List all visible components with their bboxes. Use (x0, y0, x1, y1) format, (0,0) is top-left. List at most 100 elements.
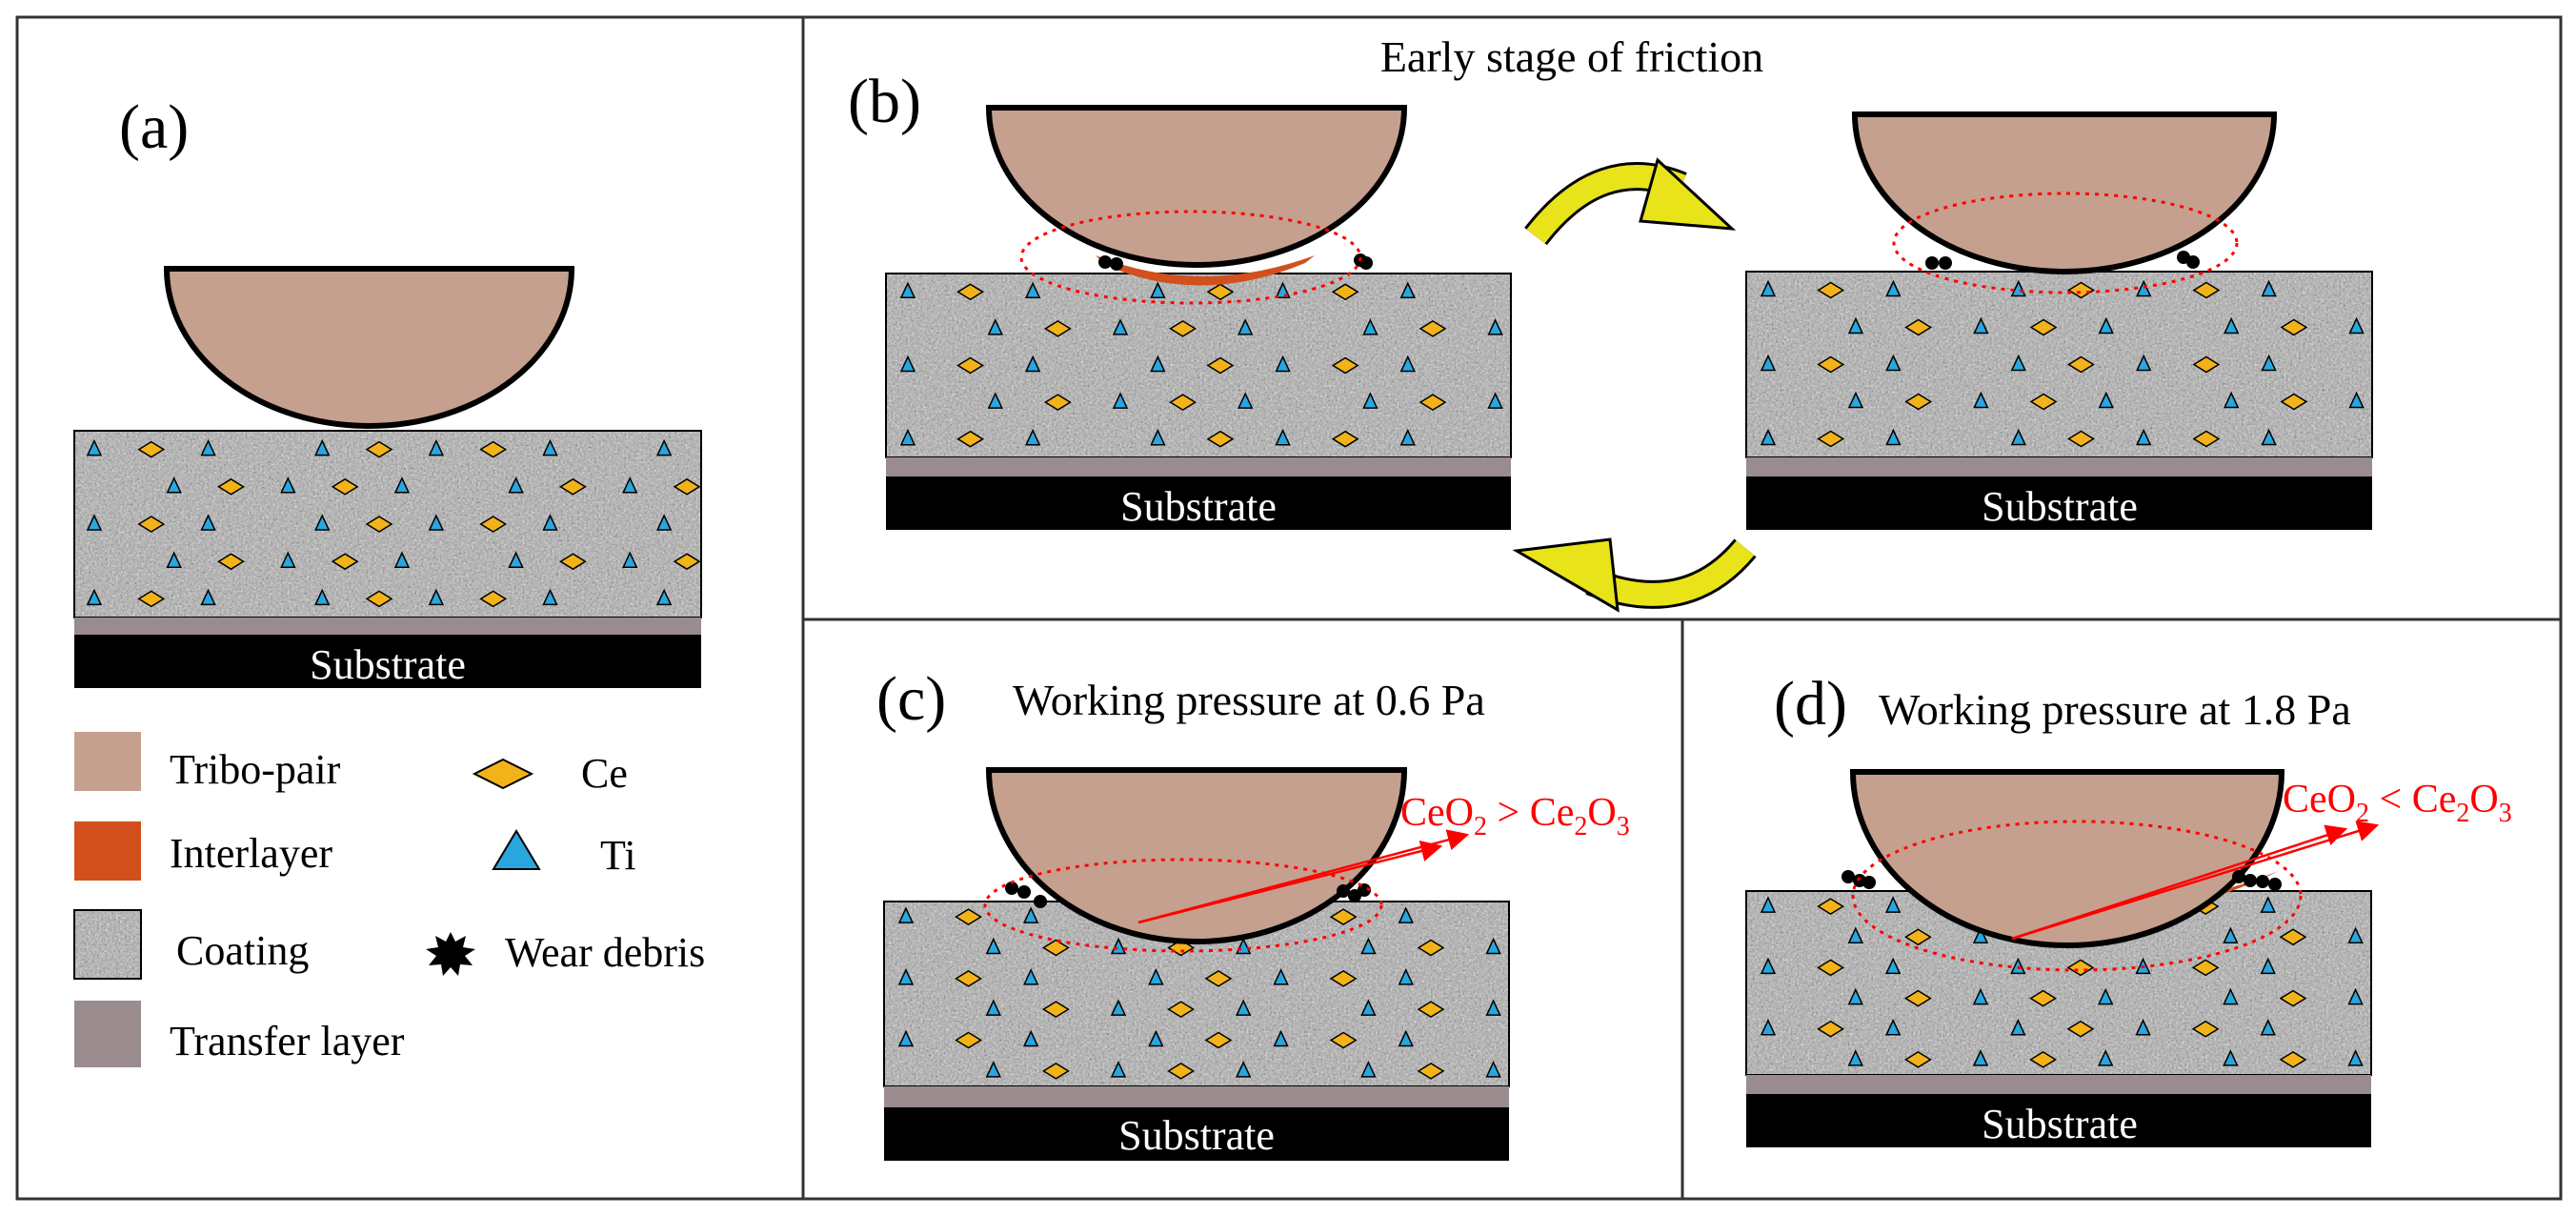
ti-particle (1972, 1049, 1989, 1066)
ce-particle (2279, 928, 2307, 946)
interlayer-b-left (1096, 255, 1315, 286)
ce-particle (673, 477, 701, 496)
ti-particle (899, 281, 916, 299)
ce-particle (1419, 320, 1447, 337)
substrate-label-c: Substrate (1118, 1112, 1275, 1159)
ti-particle (2347, 1049, 2364, 1066)
transfer-layer-b-right (1746, 457, 2372, 476)
ce-particle (955, 1031, 982, 1049)
ti-particle (1275, 355, 1291, 373)
transfer-layer-a (74, 618, 701, 635)
debris-particle (2268, 878, 2282, 891)
ce-particle (1329, 908, 1358, 926)
ce-particle (479, 440, 508, 458)
ce-particle (1904, 318, 1933, 336)
ti-particle (1150, 281, 1166, 299)
ce-particle (1817, 430, 1845, 448)
substrate-label-d: Substrate (1982, 1101, 2138, 1147)
ce-particle (1204, 969, 1233, 987)
ti-particle (1148, 1029, 1164, 1047)
ti-particle (1273, 968, 1289, 985)
transfer-layer-d (1746, 1075, 2371, 1094)
panel-a-label: (a) (119, 92, 189, 162)
ce-particle (2279, 1051, 2307, 1068)
debris-particle (1359, 256, 1373, 270)
ce-particle (1419, 394, 1447, 411)
ce-particle (2280, 393, 2308, 411)
ce-particle (479, 516, 508, 533)
ce-particle (1041, 1001, 1070, 1019)
debris-particle (1939, 256, 1952, 270)
ce-particle (2066, 1020, 2095, 1038)
ti-particle (1760, 428, 1777, 446)
transfer-layer-b-left (886, 457, 1511, 476)
ti-particle (1847, 987, 1863, 1005)
tribo-pair-b-right (1851, 111, 2278, 274)
contact-zone-b-right (1892, 192, 2239, 294)
ti-particle (1399, 355, 1416, 373)
ce-particle (1041, 1062, 1070, 1080)
ti-particle (1110, 999, 1127, 1016)
ti-particle (1024, 281, 1041, 299)
ce-particle (365, 590, 393, 608)
ti-particle (2223, 1049, 2239, 1066)
ti-particle (86, 438, 103, 456)
interlayer-swatch (74, 821, 141, 881)
legend-interlayer-label: Interlayer (170, 830, 332, 877)
annotation-arrow-c-2 (1137, 829, 1470, 924)
ti-particle (200, 438, 216, 456)
ce-particle (1043, 394, 1072, 411)
ce-particle (1817, 355, 1845, 374)
ti-particle (2261, 428, 2277, 446)
ce-particle (1206, 430, 1235, 448)
ti-particle (2260, 896, 2276, 913)
ti-particle (1847, 1049, 1863, 1066)
ti-particle (655, 588, 673, 606)
ti-particle (1399, 428, 1416, 446)
ti-particle (1485, 937, 1501, 955)
ce-particle (137, 516, 166, 533)
ti-particle (1112, 318, 1129, 335)
ce-particle (1817, 1020, 1844, 1038)
legend-ce-label: Ce (581, 750, 628, 797)
ti-particle (1110, 1061, 1127, 1078)
substrate-c (884, 1107, 1509, 1161)
ce-particle (2029, 393, 2058, 411)
cycle-arrow-top (1524, 157, 1737, 246)
ce-particle (1329, 969, 1358, 987)
ti-particle (987, 318, 1003, 335)
substrate-d (1746, 1094, 2371, 1147)
ce-particle (2067, 355, 2095, 374)
legend-coating-label: Coating (176, 927, 309, 974)
annotation-c: CeO2 > Ce2O3 (1400, 791, 1630, 841)
tribo-pair-a (163, 266, 575, 429)
ce-particle (217, 553, 245, 571)
ti-particle (655, 514, 673, 531)
ce-particle (1817, 898, 1844, 915)
ti-particle (1236, 999, 1252, 1016)
ti-particle (2136, 354, 2152, 372)
ti-particle (1760, 896, 1777, 913)
legend: Tribo-pair Interlayer Coating Transfer l… (73, 732, 705, 1067)
ce-particle (1204, 1031, 1233, 1049)
ce-particle (558, 477, 587, 496)
ce-particle (365, 516, 393, 533)
ti-particle (1885, 354, 1902, 372)
ti-particle (1487, 392, 1503, 409)
ce-particle (1169, 320, 1197, 337)
ce-particle (1206, 283, 1235, 301)
panel-c-title: Working pressure at 0.6 Pa (1013, 676, 1485, 724)
ti-particle (166, 476, 182, 494)
ti-particle (2098, 1049, 2114, 1066)
ti-particle (2136, 279, 2152, 297)
substrate-a (74, 635, 701, 688)
wear-debris-d (1841, 870, 2282, 891)
ce-particle (1331, 356, 1359, 375)
ce-particle (956, 283, 984, 301)
ti-particle (655, 438, 673, 456)
ti-particle (897, 968, 915, 985)
substrate-label-b-left: Substrate (1120, 483, 1277, 530)
tribo-pair-b-left (985, 105, 1408, 268)
ti-particle (1972, 987, 1989, 1005)
ti-particle (2098, 391, 2114, 409)
